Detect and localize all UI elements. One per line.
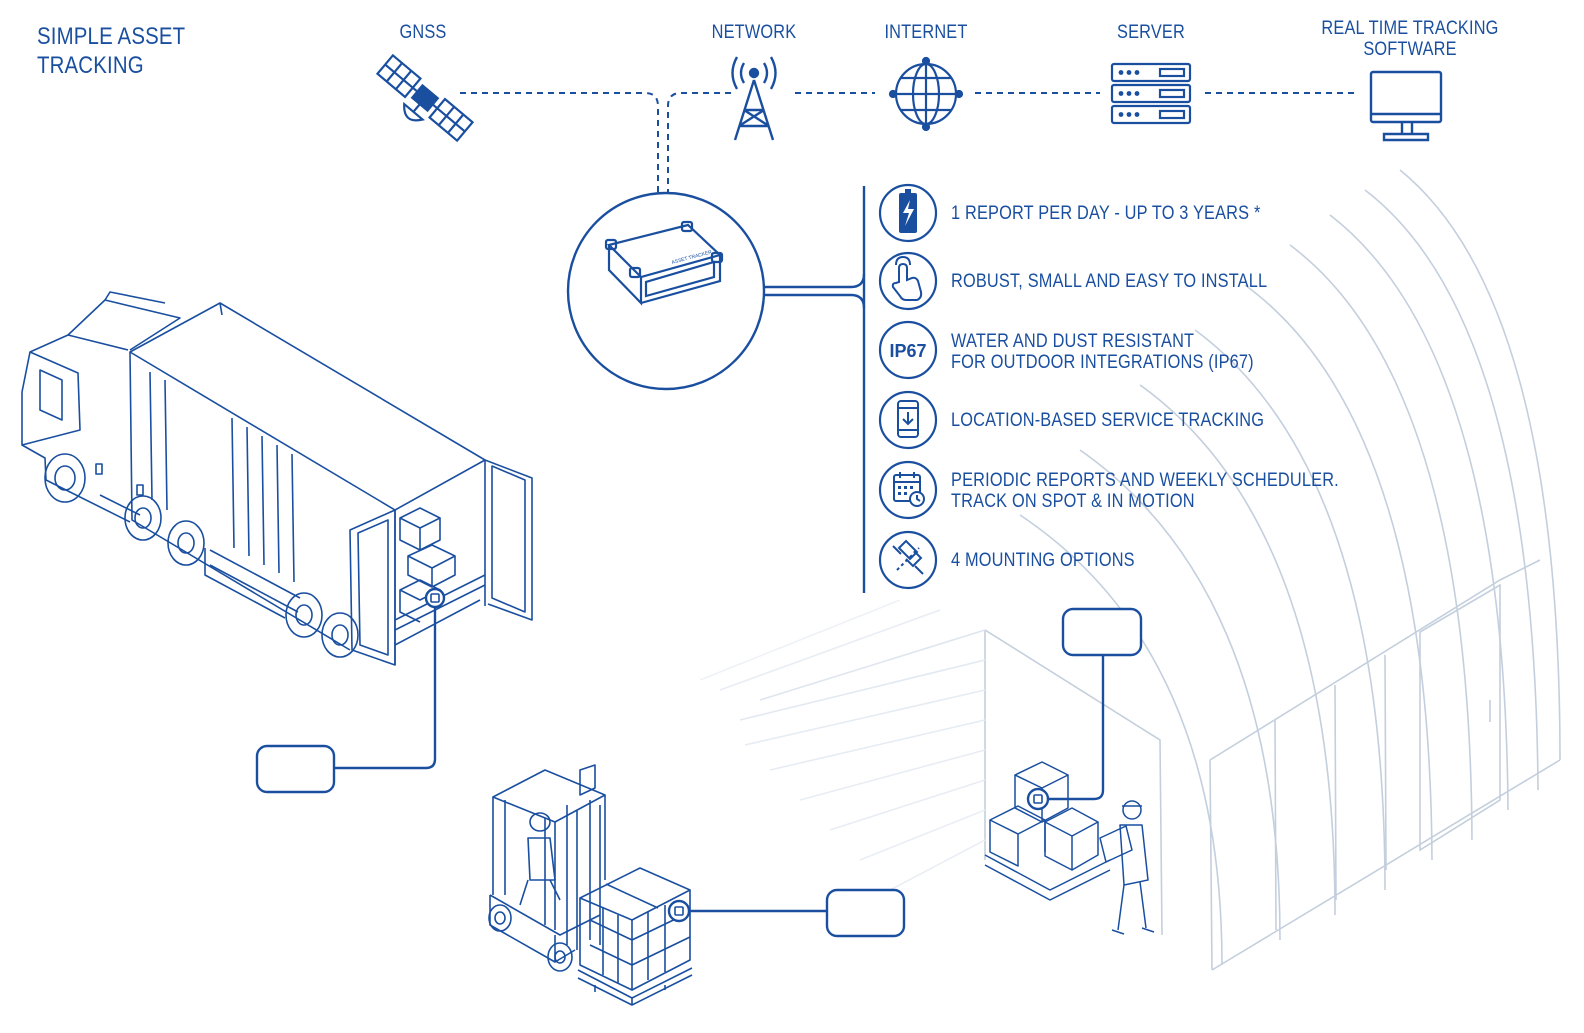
feature-ip67-text: WATER AND DUST RESISTANT FOR OUTDOOR INT… [951,331,1254,373]
internet-label: INTERNET [884,22,968,43]
feature-location-text: LOCATION-BASED SERVICE TRACKING [951,410,1264,431]
mounting-strap-icon [892,539,924,575]
truck-illustration [21,291,533,666]
feature-bracket [765,186,866,593]
feature-battery-text: 1 REPORT PER DAY - UP TO 3 YEARS * [951,203,1260,224]
feature-ip67-line-2: FOR OUTDOOR INTEGRATIONS (IP67) [951,352,1254,373]
feature-mounting-text: 4 MOUNTING OPTIONS [951,550,1135,571]
server-label: SERVER [1117,22,1185,43]
feature-location-line-1: LOCATION-BASED SERVICE TRACKING [951,410,1265,431]
phone-download-icon [897,400,919,438]
page-title: SIMPLE ASSET TRACKING [37,22,185,80]
satellite-icon [375,53,475,143]
network-label: NETWORK [711,22,797,43]
battery-icon [899,189,917,233]
feature-install-text: ROBUST, SMALL AND EASY TO INSTALL [951,271,1267,292]
feature-battery-line-1: 1 REPORT PER DAY - UP TO 3 YEARS * [951,203,1261,224]
touch-hand-icon [891,255,923,301]
feature-scheduler-line-1: PERIODIC REPORTS AND WEEKLY SCHEDULER. [951,470,1339,491]
title-line-2: TRACKING [37,52,144,79]
software-label: REAL TIME TRACKING SOFTWARE [1315,18,1504,60]
network-links [460,92,1355,195]
software-label-line-1: REAL TIME TRACKING [1321,18,1499,39]
feature-mounting-line-1: 4 MOUNTING OPTIONS [951,550,1135,571]
title-line-1: SIMPLE ASSET [37,23,186,50]
warehouse-illustration [699,169,1561,971]
monitor-icon [1369,70,1443,142]
software-label-line-2: SOFTWARE [1363,39,1457,60]
forklift-illustration [488,764,693,1006]
feature-ip67-line-1: WATER AND DUST RESISTANT [951,331,1195,352]
cell-tower-icon [731,56,777,141]
feature-install-line-1: ROBUST, SMALL AND EASY TO INSTALL [951,271,1268,292]
feature-circles [878,183,938,590]
globe-icon [888,56,964,132]
warehouse-pallet-illustration [984,761,1155,935]
calendar-clock-icon [893,472,925,507]
ip67-badge-icon: IP67 [889,341,926,361]
feature-scheduler-line-2: TRACK ON SPOT & IN MOTION [951,491,1195,512]
warehouse-tracker-callout [1026,607,1143,811]
forklift-tracker-callout [667,888,906,938]
tracker-device-icon: ASSET TRACKER [566,191,766,391]
truck-tracker-callout [255,587,446,794]
server-rack-icon [1110,62,1192,125]
feature-scheduler-text: PERIODIC REPORTS AND WEEKLY SCHEDULER. T… [951,470,1339,512]
gnss-label: GNSS [399,22,447,43]
